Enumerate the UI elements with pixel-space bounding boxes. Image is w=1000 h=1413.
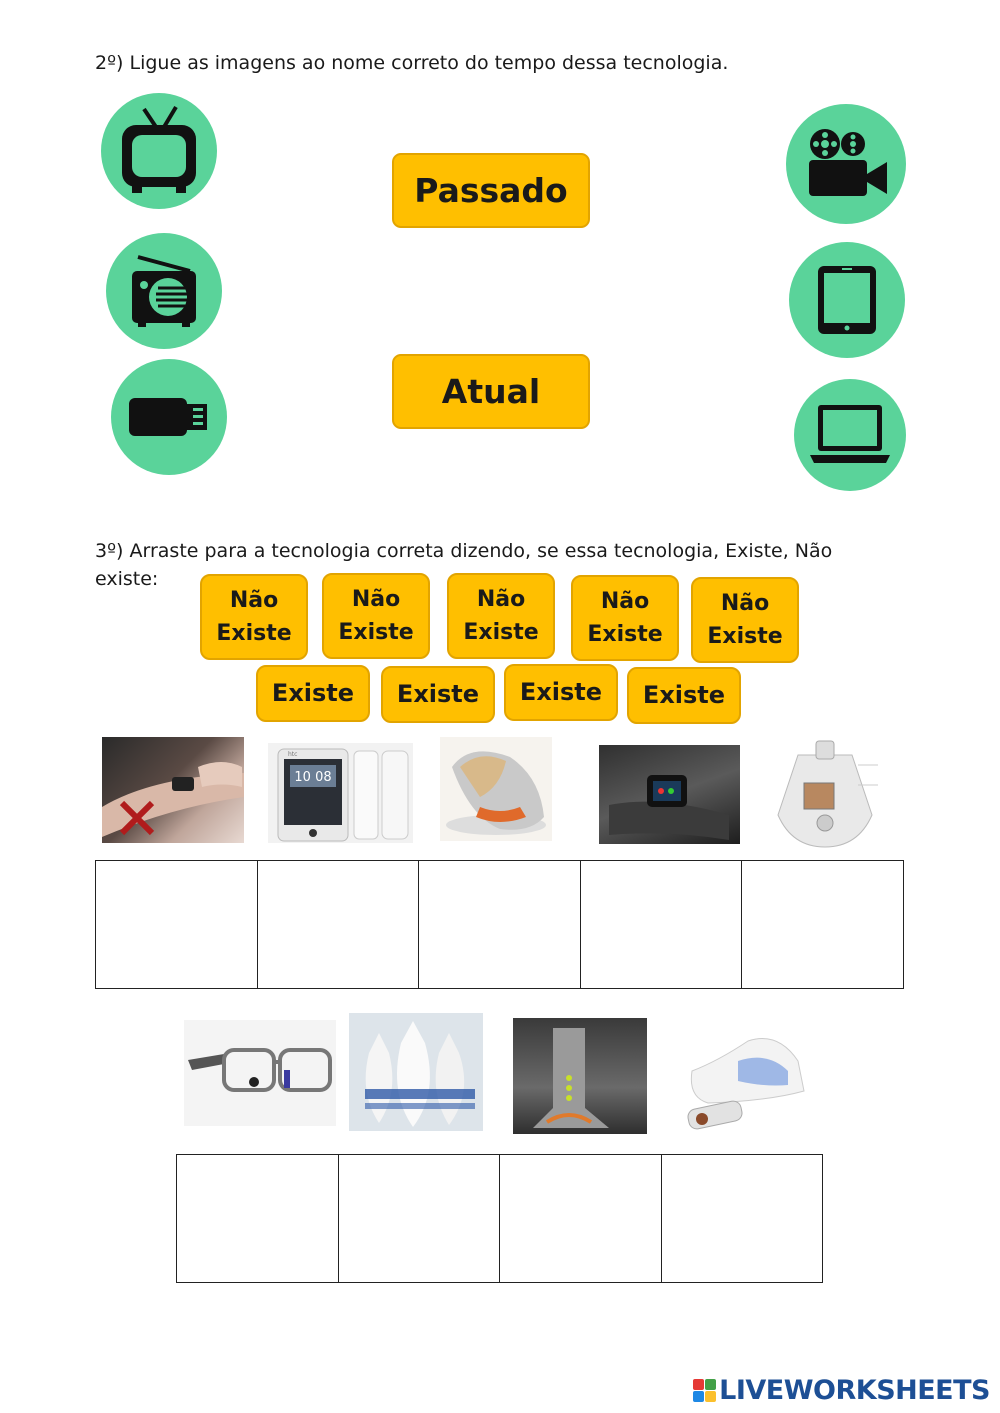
existe-chip[interactable]: Existe [256,665,370,722]
nao-existe-chip[interactable]: Não Existe [447,573,555,659]
vases-photo [349,1013,483,1131]
nao-existe-chip[interactable]: Não Existe [200,574,308,660]
liveworksheets-logo[interactable]: LIVEWORKSHEETS [693,1375,990,1406]
drop-cell[interactable] [177,1155,339,1282]
nao-existe-chip[interactable]: Não Existe [322,573,430,659]
chip-line1: Não [229,588,279,613]
smart-shoe-photo [678,1021,812,1133]
answer-grid-2 [176,1154,823,1283]
movie-camera-icon[interactable] [786,104,906,224]
drop-cell[interactable] [96,861,258,988]
drop-cell[interactable] [742,861,903,988]
radio-icon[interactable] [106,233,222,349]
nao-existe-chip[interactable]: Não Existe [571,575,679,661]
htc-phone-photo: 10 08 htc [268,743,413,843]
chip-line1: Não [720,591,770,616]
existe-chip[interactable]: Existe [504,664,618,721]
question-2-text: 2º) Ligue as imagens ao nome correto do … [95,52,729,74]
phone-brand: htc [288,751,297,758]
answer-grid-1 [95,860,904,989]
tv-icon[interactable] [101,93,217,209]
drop-cell[interactable] [419,861,581,988]
laptop-icon[interactable] [794,379,906,491]
tablet-icon[interactable] [789,242,905,358]
chip-line2: Existe [463,620,539,645]
chip-line2: Existe [338,620,414,645]
smart-glasses-photo [184,1020,336,1126]
phone-clock: 10 08 [294,770,331,785]
usb-drive-icon[interactable] [111,359,227,475]
chip-line2: Existe [707,624,783,649]
question-3-text: 3º) Arraste para a tecnologia correta di… [95,540,833,590]
chip-line1: Não [600,589,650,614]
drop-cell[interactable] [339,1155,500,1282]
logo-text: LIVEWORKSHEETS [719,1375,990,1406]
nao-existe-chip[interactable]: Não Existe [691,577,799,663]
atual-button[interactable]: Atual [392,354,590,429]
existe-chip[interactable]: Existe [627,667,741,724]
chip-line1: Não [476,587,526,612]
existe-chip[interactable]: Existe [381,666,495,723]
drop-cell[interactable] [581,861,743,988]
drop-cell[interactable] [662,1155,823,1282]
passado-button[interactable]: Passado [392,153,590,228]
smartwatch-photo [599,745,740,844]
gadget-photo [440,737,552,841]
chip-line2: Existe [587,622,663,647]
drop-cell[interactable] [500,1155,662,1282]
chip-line1: Não [351,587,401,612]
smart-tattoo-photo [102,737,244,843]
drop-cell[interactable] [258,861,420,988]
chip-line2: Existe [216,621,292,646]
router-photo [513,1018,647,1134]
logo-mark-icon [693,1379,717,1402]
device-diagram-photo [768,735,882,849]
